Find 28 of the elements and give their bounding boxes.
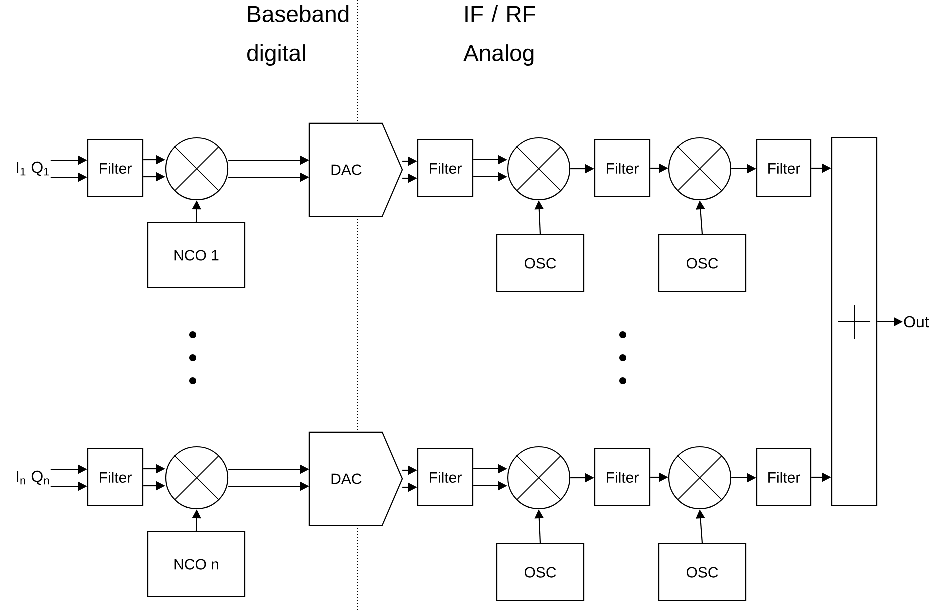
oscillator-box: OSC [658, 543, 747, 602]
filter-box: Filter [87, 448, 144, 507]
oscillator-box: OSC [496, 543, 585, 602]
signal-label: I$_{n}$ Q$_{n}$ [17, 470, 50, 486]
output-label: Out [904, 316, 930, 328]
filter-box: Filter [756, 448, 812, 507]
oscillator-box: OSC [496, 234, 585, 293]
filter-box: Filter [87, 139, 144, 198]
mixer-symbol [165, 446, 229, 510]
mixer-symbol [507, 446, 571, 510]
summer-block [831, 137, 878, 507]
filter-box: Filter [594, 448, 651, 507]
section-heading: Baseband digital [248, 6, 349, 66]
section-heading: IF / RF Analog [464, 6, 536, 66]
mixer-symbol [668, 137, 732, 201]
filter-box: Filter [417, 139, 474, 198]
converter-block: DAC [308, 432, 404, 526]
mixer-symbol [668, 446, 732, 510]
signal-label: I$_{1}$ Q$_{1}$ [17, 162, 50, 176]
filter-box: Filter [417, 448, 474, 507]
oscillator-box: NCO n [147, 531, 246, 598]
mixer-symbol [165, 137, 229, 201]
converter-block: DAC [308, 122, 404, 218]
filter-box: Filter [756, 139, 812, 198]
oscillator-box: NCO 1 [147, 222, 246, 289]
oscillator-box: OSC [658, 234, 747, 293]
mixer-symbol [507, 137, 571, 201]
filter-box: Filter [594, 139, 651, 198]
